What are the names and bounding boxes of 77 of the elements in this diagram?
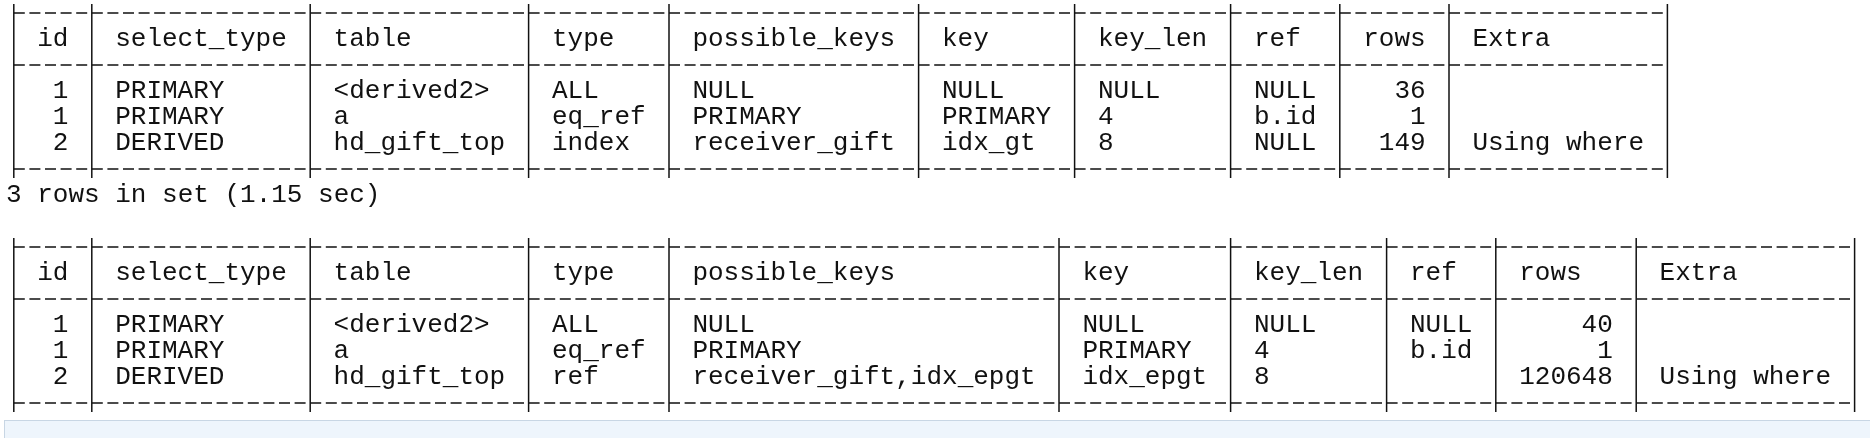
table-value: 1 (52, 312, 69, 338)
column-header: ref (1410, 260, 1457, 286)
table-value: idx_gt (942, 130, 1036, 156)
column-header: possible_keys (692, 26, 896, 52)
column-header: table (333, 260, 412, 286)
table-value: NULL (692, 78, 755, 104)
table-value: receiver_gift,idx_epgt (692, 364, 1036, 390)
column-header: Extra (1472, 26, 1551, 52)
table-value: 4 (1254, 338, 1270, 364)
table-value: a (333, 104, 350, 130)
table-value: PRIMARY (692, 338, 802, 364)
table-value: Using where (1472, 130, 1645, 156)
table-value: 2 (52, 130, 69, 156)
table-value: 4 (1098, 104, 1114, 130)
column-header: select_type (115, 26, 287, 52)
table-value: PRIMARY (115, 338, 225, 364)
table-value: 8 (1098, 130, 1114, 156)
table-value: b.id (1410, 338, 1473, 364)
table-value: NULL (942, 78, 1005, 104)
column-header: key (1082, 260, 1130, 286)
table-value: PRIMARY (692, 104, 802, 130)
table-value: b.id (1254, 104, 1317, 130)
table-value: receiver_gift (692, 130, 896, 156)
table-value: NULL (692, 312, 755, 338)
column-header: possible_keys (692, 260, 896, 286)
table-value: 1 (1597, 338, 1613, 364)
column-header: id (37, 260, 69, 286)
column-header: table (333, 26, 412, 52)
table-value: eq_ref (552, 104, 646, 130)
column-header: type (552, 260, 615, 286)
column-header: key_len (1254, 260, 1364, 286)
table-value: DERIVED (115, 364, 225, 390)
column-header: rows (1519, 260, 1582, 286)
column-header: Extra (1659, 260, 1738, 286)
table-value: a (333, 338, 350, 364)
table-value: ALL (552, 78, 599, 104)
table-value: PRIMARY (115, 312, 225, 338)
table-value: NULL (1098, 78, 1161, 104)
table-value: NULL (1254, 312, 1317, 338)
table-value: <derived2> (333, 312, 490, 338)
table-value: PRIMARY (115, 78, 225, 104)
table-value: PRIMARY (942, 104, 1052, 130)
table-value: hd_gift_top (333, 364, 506, 390)
table-value: 40 (1581, 312, 1613, 338)
table-value: 120648 (1519, 364, 1613, 390)
table-value: NULL (1082, 312, 1145, 338)
table-value: NULL (1254, 130, 1317, 156)
table-value: PRIMARY (115, 104, 225, 130)
table-value: ref (552, 364, 599, 390)
table-value: 1 (52, 104, 69, 130)
column-header: key (942, 26, 989, 52)
column-header: id (37, 26, 69, 52)
table-value: Using where (1659, 364, 1832, 390)
column-header: ref (1254, 26, 1301, 52)
table-value: PRIMARY (1082, 338, 1192, 364)
table-value: NULL (1254, 78, 1317, 104)
table-value: eq_ref (552, 338, 646, 364)
table-value: <derived2> (333, 78, 490, 104)
table-value: 8 (1254, 364, 1270, 390)
table-value: hd_gift_top (333, 130, 506, 156)
table-value: 2 (52, 364, 69, 390)
column-header: rows (1363, 26, 1426, 52)
input-area (4, 420, 1870, 438)
table-value: 1 (52, 78, 69, 104)
table-value: ALL (552, 312, 599, 338)
table-value: 149 (1378, 130, 1426, 156)
table-value: DERIVED (115, 130, 225, 156)
table-value: 1 (52, 338, 69, 364)
table-value: index (552, 130, 630, 156)
table-value: NULL (1410, 312, 1473, 338)
column-header: key_len (1098, 26, 1208, 52)
result-note: 3 rows in set (1.15 sec) (6, 182, 381, 208)
table-value: 36 (1394, 78, 1426, 104)
column-header: select_type (115, 260, 287, 286)
table-value: idx_epgt (1082, 364, 1208, 390)
column-header: type (552, 26, 615, 52)
table-value: 1 (1410, 104, 1426, 130)
